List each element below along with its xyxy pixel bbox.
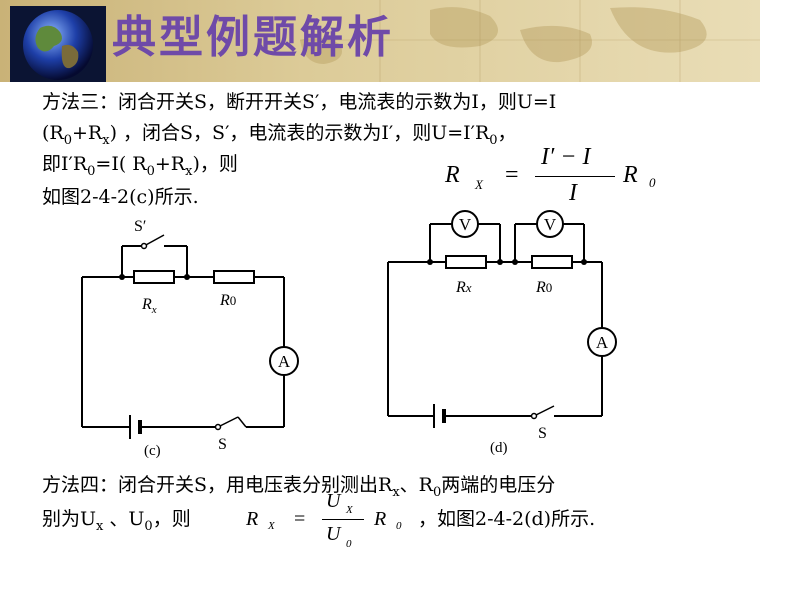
voltmeter-r0-symbol [536,210,564,238]
formula3-rhs: R [623,162,638,188]
resistor-r0 [213,270,255,284]
junction-node [581,259,587,265]
formula4-lhs: R [246,508,259,530]
switch-s-label: S [218,436,227,453]
ammeter-symbol [587,327,617,357]
slide-title: 典型例题解析 [112,12,394,63]
method4-line2-tail: ，如图2-4-2(d)所示. [418,508,596,530]
voltmeter-r0-label: V [544,215,557,234]
formula4-denominator: U [326,523,341,545]
switch-s-contact [214,423,222,431]
formula3-lhs-sub: X [475,177,483,192]
title-banner: 典型例题解析 [0,0,760,82]
formula4-rhs: R [374,508,387,530]
battery-symbol [433,404,446,428]
switch-s-prime-contact [140,242,148,250]
r0-label: R0 [535,279,552,296]
globe-icon [10,6,106,82]
formula4-rhs-sub: 0 [396,520,402,532]
formula-method3: R X = I′ − I I R 0 [445,144,675,210]
voltmeter-rx-label: V [459,215,472,234]
formula-method4: R X = U X U 0 R 0 [246,490,416,552]
battery-symbol [129,415,142,439]
formula4-fraction-bar [322,519,364,520]
formula4-numerator-sub: X [346,504,353,516]
formula3-rhs-sub: 0 [649,175,656,190]
junction-node [512,259,518,265]
resistor-rx [445,255,487,269]
junction-node [427,259,433,265]
junction-node [184,274,190,280]
formula4-equals: = [294,508,306,530]
formula3-equals: = [505,162,519,188]
world-map-texture [300,0,760,82]
switch-s-prime-label: S′ [134,218,146,235]
junction-node [119,274,125,280]
circuit-d-diagram: V V A Rx R0 S (d) [387,210,617,455]
resistor-r0 [531,255,573,269]
formula3-denominator: I [569,180,577,206]
caption-d: (d) [490,440,508,455]
formula4-denominator-sub: 0 [346,538,352,550]
switch-s-label: S [538,425,547,442]
r0-label: R0 [219,292,236,309]
formula3-fraction-bar [535,176,615,177]
switch-s-contact [530,412,538,420]
formula3-numerator: I′ − I [541,144,591,170]
rx-label: Rx [455,279,472,296]
method3-line3: 即I′R0=I( R0+Rx)，则 [42,153,238,179]
junction-node [497,259,503,265]
method3-line1: 方法三：闭合开关S，断开开关S′，电流表的示数为I，则U=I [42,91,557,113]
method4-line2: 别为Ux 、U0，则 [42,508,191,534]
voltmeter-rx-symbol [451,210,479,238]
formula4-numerator: U [326,490,341,512]
caption-c: (c) [144,443,161,459]
circuit-c-diagram: A S′ Rx R0 S (c) [81,218,299,459]
formula3-lhs: R [445,162,460,188]
ammeter-symbol [269,346,299,376]
method3-line4: 如图2-4-2(c)所示. [42,186,199,208]
rx-label: Rx [141,296,157,316]
formula4-lhs-sub: X [268,520,275,532]
ammeter-label: A [278,352,291,371]
method4-line1: 方法四：闭合开关S，用电压表分别测出Rx、R0两端的电压分 [42,474,556,500]
resistor-rx [133,270,175,284]
method3-line2: (R0+Rx) ，闭合S，S′，电流表的示数为I′，则U=I′R0， [42,122,517,148]
ammeter-label: A [596,333,609,352]
